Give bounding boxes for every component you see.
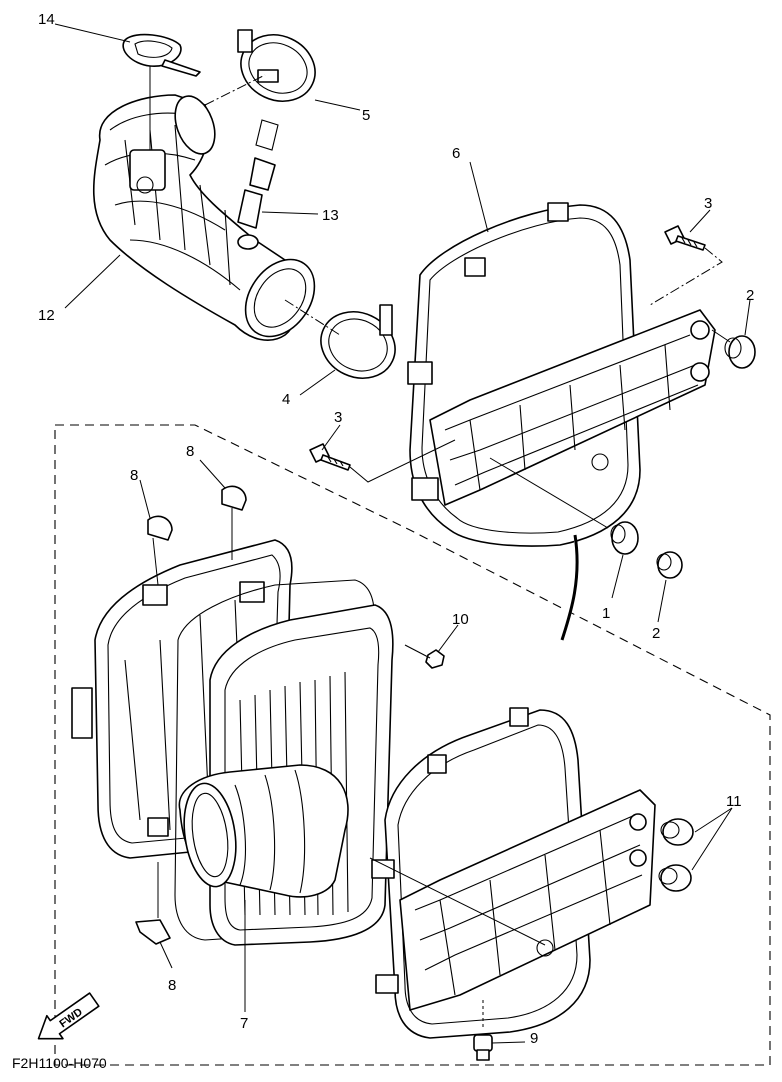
callout-3-lower: 3 xyxy=(334,409,342,426)
callout-3-upper: 3 xyxy=(704,195,712,212)
case-cap xyxy=(371,707,656,1039)
callout-8-c: 8 xyxy=(168,977,176,994)
callout-1: 1 xyxy=(602,605,610,622)
intake-funnel xyxy=(178,764,349,898)
diagram-code: F2H1100-H070 xyxy=(12,1055,107,1071)
callout-10: 10 xyxy=(452,611,469,628)
drain-hose xyxy=(560,534,579,641)
subassembly-boundary xyxy=(54,424,771,1066)
callout-14: 14 xyxy=(38,11,55,28)
hose-clamp-part-4 xyxy=(320,304,396,379)
intake-hose xyxy=(93,94,316,341)
callout-12: 12 xyxy=(38,307,55,324)
clip-part-14 xyxy=(122,33,201,150)
callout-11: 11 xyxy=(726,793,742,810)
hose-clamp-part-5 xyxy=(237,29,316,102)
callout-8-a: 8 xyxy=(130,467,138,484)
clip-part-8-b xyxy=(221,485,247,560)
callout-6: 6 xyxy=(452,145,460,162)
callout-5: 5 xyxy=(362,107,370,124)
callout-7: 7 xyxy=(240,1015,248,1032)
clip-part-8-a xyxy=(147,515,173,586)
callout-2-lower: 2 xyxy=(652,625,660,642)
case-cover-part-6 xyxy=(407,202,716,547)
damper-part-11-upper xyxy=(660,818,694,846)
screw-part-3-upper xyxy=(664,225,706,251)
screw-part-3-lower xyxy=(309,443,351,471)
collar-part-2-lower xyxy=(656,551,683,579)
callout-2-upper: 2 xyxy=(746,287,754,304)
damper-part-11-lower xyxy=(658,864,692,892)
drain-plug-part-9 xyxy=(473,1000,493,1061)
fwd-arrow-icon: FWD xyxy=(37,992,100,1040)
collar-part-2-upper xyxy=(724,335,756,369)
clip-part-8-c xyxy=(135,862,171,945)
grommet-part-1 xyxy=(610,521,639,555)
callout-8-b: 8 xyxy=(186,443,194,460)
callout-13: 13 xyxy=(322,207,339,224)
screw-part-10 xyxy=(404,644,445,669)
callout-9: 9 xyxy=(530,1030,538,1047)
callout-4: 4 xyxy=(282,391,290,408)
breather-fitting-part-13 xyxy=(237,119,279,250)
